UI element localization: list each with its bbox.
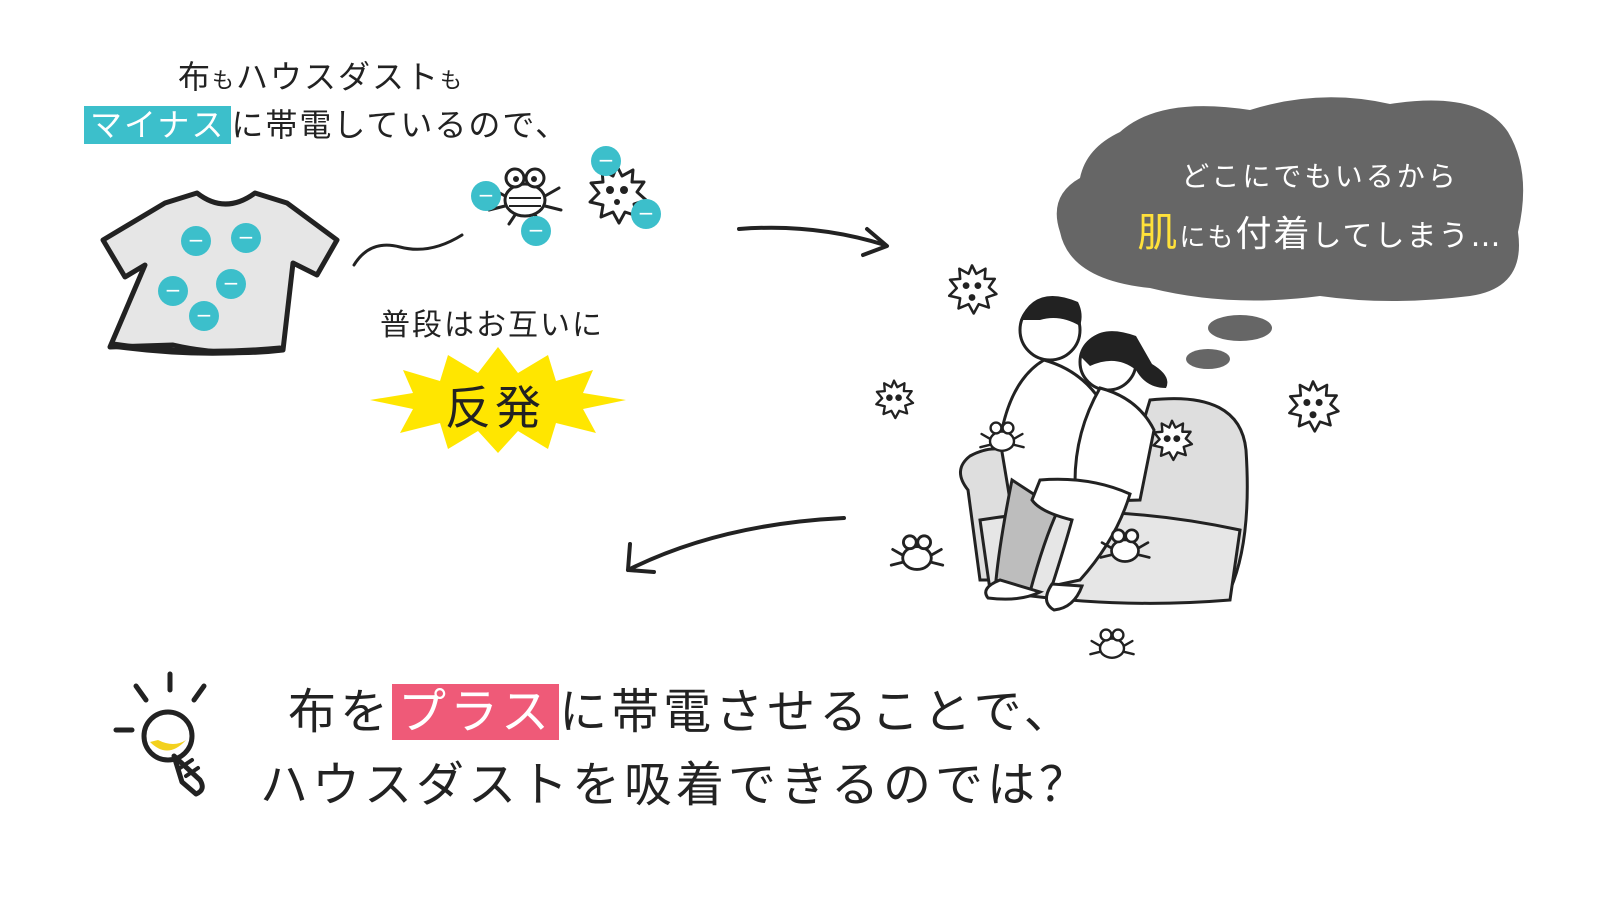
conclusion-lead: 布を [288,684,393,740]
minus-charge-icon: − [189,301,219,331]
repel-caption: 普段はお互いに [380,308,604,343]
couple-on-sofa-illustration [959,296,1249,612]
thought-particle: にも [1179,223,1236,253]
svg-text:−: − [188,228,205,252]
svg-text:−: − [638,201,655,225]
intro-word-cloth: 布 [178,58,213,96]
intro-line-1: 布もハウスダストも [178,52,464,98]
minus-highlight: マイナス [84,106,232,144]
thought-rest: してしまう… [1311,219,1503,254]
thought-bubble-icon [1056,97,1524,369]
svg-text:−: − [223,271,240,295]
minus-charge-icon: − [181,226,211,256]
squiggle-line [352,233,464,267]
virus-icon [947,264,998,315]
minus-charge-icon: − [158,276,188,306]
intro-word-housedust: ハウスダスト [236,58,441,96]
adhere-word: 付着 [1235,214,1312,255]
virus-icon [875,379,915,420]
conclusion-line-1: 布をプラスに帯電させることで、 [288,672,1076,742]
intro-line-2: マイナスに帯電しているので、 [84,100,569,146]
minus-charge-icon: − [591,146,621,176]
svg-text:−: − [478,183,495,207]
dust-mite-icon [979,421,1025,452]
conclusion-line-1-rest: に帯電させることで、 [559,684,1076,740]
skin-highlight: 肌 [1137,210,1180,256]
virus-icon [1152,419,1194,462]
thought-line-2: 肌にも付着してしまう… [1110,200,1530,258]
intro-particle-1: も [212,69,237,94]
minus-charge-icon: − [231,223,261,253]
plus-highlight: プラス [392,684,560,740]
minus-charge-icon: − [216,269,246,299]
dust-mite-icon [1099,528,1151,563]
intro-particle-2: も [440,69,465,94]
t-shirt-icon [100,190,340,356]
virus-icon [1288,380,1340,433]
thought-line-1: どこにでもいるから [1181,160,1459,193]
arrow-left-icon [626,516,846,574]
svg-text:−: − [196,303,213,327]
minus-charge-icon: − [521,216,551,246]
svg-text:−: − [165,278,182,302]
dust-mite-icon [487,167,563,226]
svg-text:−: − [598,148,615,172]
svg-text:−: − [528,218,545,242]
burst-label: 反発 [445,381,545,435]
minus-charge-icon: − [631,199,661,229]
lightbulb-icon [113,671,207,797]
intro-line-2-rest: に帯電しているので、 [231,106,570,144]
dust-mite-icon [1089,628,1135,659]
starburst-icon [370,347,626,453]
minus-charge-icon: − [471,181,501,211]
svg-text:−: − [238,225,255,249]
dust-mite-icon [889,534,945,571]
conclusion-line-2: ハウスダストを吸着できるのでは？ [260,757,1092,813]
arrow-right-icon [737,225,889,257]
